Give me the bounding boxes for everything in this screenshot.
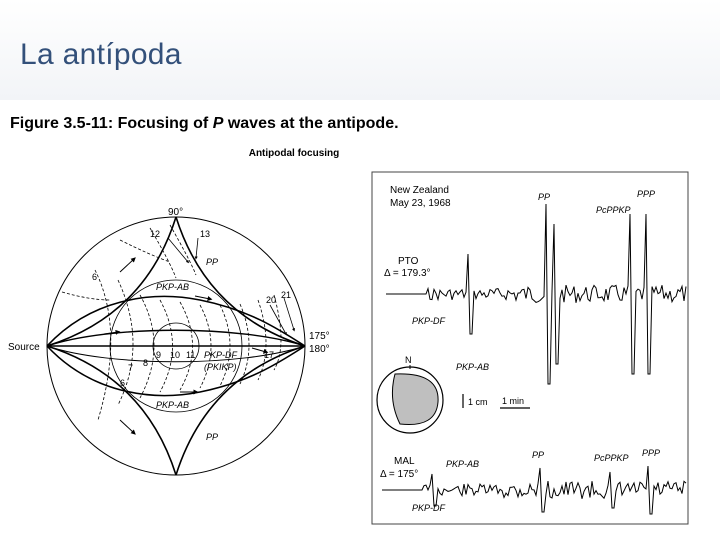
wavefronts (62, 225, 281, 420)
seismogram-frame (372, 172, 688, 524)
diagram-heading: Antipodal focusing (249, 148, 340, 159)
station-mal-delta: Δ = 175° (380, 469, 418, 480)
pp-ray-upper-right (176, 217, 305, 346)
seismogram-panel: New Zealand May 23, 1968 PP PPP PcPPKP P… (372, 172, 688, 524)
pp-arrow-upper (120, 259, 134, 272)
label-arrow-21 (284, 298, 294, 330)
pp-arrow-lower (120, 420, 134, 433)
wavefront-number-21: 21 (281, 290, 291, 300)
pp-label-bottom: PP (206, 432, 218, 442)
station-pto-name: PTO (398, 256, 419, 267)
source-label: Source (8, 342, 40, 353)
angle-90-label: 90° (168, 207, 183, 218)
phase-pkp-df-1: PKP-DF (412, 316, 446, 326)
event-place: New Zealand (390, 185, 449, 196)
phase-ppp-1: PPP (637, 189, 655, 199)
amplitude-scale-label: 1 cm (468, 397, 488, 407)
compass-north-label: N (405, 355, 412, 365)
pp-label-top: PP (206, 257, 218, 267)
wavefront-number-17: 17 (264, 350, 274, 360)
time-scale-label: 1 min (502, 396, 524, 406)
wavefront-number-6b: 6 (120, 378, 125, 388)
wavefront-number-9: 9 (156, 350, 161, 360)
phase-pp-2: PP (532, 450, 544, 460)
pp-ray-lower-right (176, 346, 305, 475)
wavefront-number-10: 10 (170, 350, 180, 360)
pkp-ab-label-top: PKP-AB (156, 282, 189, 292)
wavefront-number-20: 20 (266, 295, 276, 305)
wavefront-number-13: 13 (200, 229, 210, 239)
phase-pkp-df-2: PKP-DF (412, 503, 446, 513)
wavefront-number-12: 12 (150, 229, 160, 239)
phase-ppp-2: PPP (642, 448, 660, 458)
label-arrow-13 (196, 238, 198, 258)
pkikp-label: (PKIKP) (204, 362, 237, 372)
pkp-df-label: PKP-DF (204, 350, 238, 360)
phase-pcppkp-2: PcPPKP (594, 453, 629, 463)
pp-ray-lower-left (47, 346, 176, 475)
pkp-ab-arrow-upper (195, 296, 210, 299)
angle-175-label: 175° (309, 331, 330, 342)
pkp-df-ray (47, 330, 305, 346)
pkp-ab-label-bottom: PKP-AB (156, 400, 189, 410)
station-mal-name: MAL (394, 456, 415, 467)
antipodal-diagram: Antipodal focusing (8, 148, 339, 475)
phase-pkp-ab-2: PKP-AB (446, 459, 479, 469)
event-date: May 23, 1968 (390, 198, 451, 209)
phase-pkp-ab-1: PKP-AB (456, 362, 489, 372)
phase-pcppkp-1: PcPPKP (596, 205, 631, 215)
wavefront-number-11: 11 (186, 350, 195, 360)
wavefront-number-7: 7 (128, 363, 133, 373)
angle-180-label: 180° (309, 344, 330, 355)
wavefront-number-6a: 6 (92, 272, 97, 282)
station-pto-delta: Δ = 179.3° (384, 268, 431, 279)
wavefront-number-8: 8 (143, 358, 148, 368)
phase-pp-1: PP (538, 192, 550, 202)
